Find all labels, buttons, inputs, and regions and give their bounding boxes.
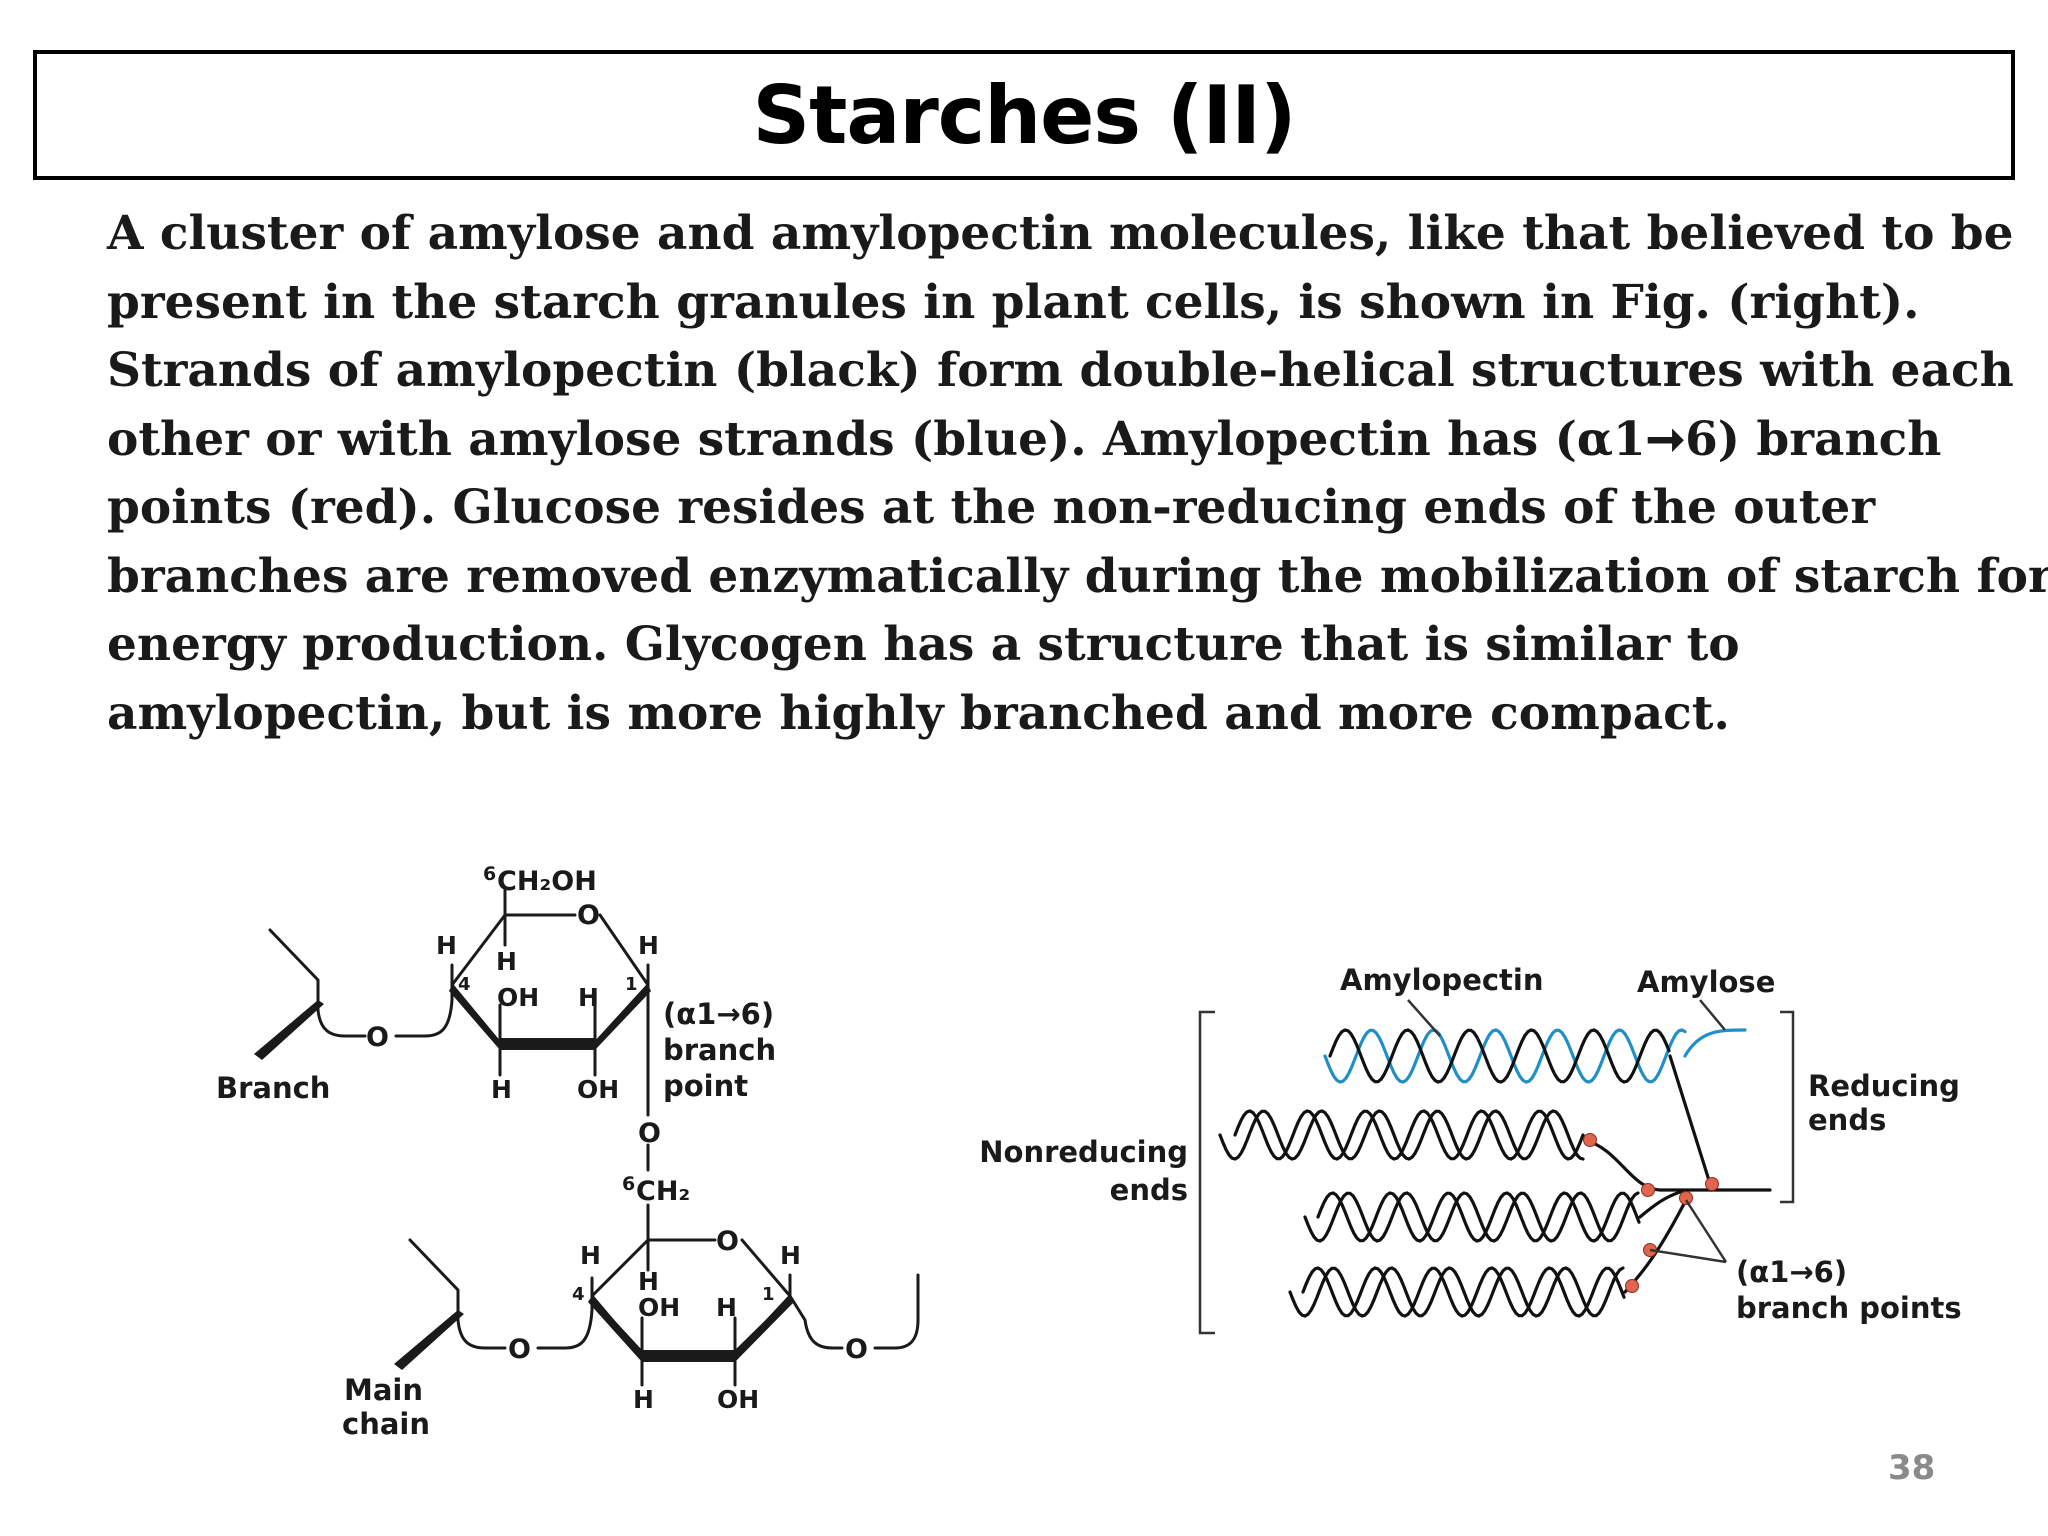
- h-label: H: [436, 931, 457, 960]
- starch-cluster-diagram: Amylopectin Amylose Reducing ends Nonred…: [980, 963, 1962, 1335]
- amylose-strand: [1683, 1028, 1747, 1058]
- oh-label: OH: [577, 1075, 619, 1104]
- nonreducing-ends-label: Nonreducing: [980, 1135, 1188, 1169]
- oh-label: OH: [638, 1293, 680, 1322]
- ch2oh-label: CH₂OH: [497, 866, 597, 897]
- h-label: H: [780, 1241, 801, 1270]
- h-label: H: [580, 1241, 601, 1270]
- h-label: H: [491, 1075, 512, 1104]
- branch-link-label: (α1→6): [663, 997, 774, 1031]
- h-label: H: [716, 1293, 737, 1322]
- body-line: amylopectin, but is more highly branched…: [107, 685, 1730, 741]
- ring-oxygen-upper: O: [577, 900, 600, 931]
- nonreducing-bracket: [1198, 1010, 1215, 1335]
- body-line: other or with amylose strands (blue). Am…: [107, 411, 1942, 467]
- num-6-upper: 6: [483, 863, 496, 885]
- reducing-bracket: [1780, 1010, 1795, 1204]
- branch-point-dot: [1583, 1133, 1597, 1147]
- h-label: H: [496, 947, 517, 976]
- nonreducing-ends-label: ends: [1110, 1173, 1188, 1207]
- glycosidic-oxygen-upper: O: [366, 1022, 389, 1053]
- branch-point-dot: [1625, 1279, 1639, 1293]
- branch-point-dot: [1641, 1183, 1655, 1197]
- amylose-label: Amylose: [1637, 965, 1775, 999]
- branch-point-leader: [1684, 1199, 1728, 1263]
- num-6-lower: 6: [622, 1173, 635, 1195]
- main-chain-label: Main: [344, 1373, 423, 1407]
- amylopectin-strand: [1301, 1266, 1626, 1318]
- amylopectin-strand: [1303, 1191, 1640, 1243]
- title-box: Starches (II): [33, 50, 2015, 180]
- slide-title: Starches (II): [752, 68, 1296, 162]
- num-4-upper: 4: [458, 974, 471, 995]
- branch-point-leader: [1649, 1248, 1727, 1264]
- glycosidic-oxygen-lower-left: O: [508, 1334, 531, 1365]
- glycosidic-oxygen-lower-right: O: [845, 1334, 868, 1365]
- branch-link-label: branch: [663, 1033, 776, 1067]
- branch-label: Branch: [216, 1071, 330, 1105]
- amylopectin-strand: [1288, 1266, 1625, 1318]
- body-line: Strands of amylopectin (black) form doub…: [107, 343, 2014, 398]
- ch2-label: CH₂: [636, 1176, 690, 1207]
- branch-points-label: (α1→6): [1736, 1255, 1847, 1289]
- h-label: H: [638, 931, 659, 960]
- num-1-upper: 1: [625, 974, 638, 995]
- amylopectin-strand: [1583, 1138, 1714, 1192]
- amylopectin-strand: [1316, 1191, 1641, 1243]
- branch-link-label: point: [663, 1069, 748, 1103]
- oh-label: OH: [717, 1385, 759, 1414]
- body-paragraph: A cluster of amylose and amylopectin mol…: [107, 200, 2048, 748]
- amylose-leader: [1699, 999, 1726, 1031]
- h-label: H: [633, 1385, 654, 1414]
- amylopectin-strand: [1638, 1188, 1688, 1219]
- amylose-strand: [1323, 1028, 1687, 1084]
- ring-oxygen-lower: O: [716, 1226, 739, 1257]
- h-label: H: [638, 1267, 659, 1296]
- glucose-branch-diagram: 6 CH₂OH O H H H 4 1 OH H H OH O (α1→6) b…: [216, 863, 920, 1441]
- reducing-ends-label: Reducing: [1808, 1069, 1960, 1103]
- num-4-lower: 4: [572, 1284, 585, 1305]
- branch-point-dot: [1679, 1191, 1693, 1205]
- num-1-lower: 1: [762, 1284, 775, 1305]
- amylopectin-label: Amylopectin: [1340, 963, 1544, 997]
- body-line: branches are removed enzymatically durin…: [107, 548, 2048, 604]
- reducing-ends-label: ends: [1808, 1103, 1886, 1137]
- h-label: H: [578, 983, 599, 1012]
- body-line: points (red). Glucose resides at the non…: [107, 480, 1876, 535]
- amylopectin-strand: [1668, 1054, 1772, 1192]
- branch-point-dot: [1705, 1177, 1719, 1191]
- page-number: 38: [1888, 1448, 1936, 1488]
- body-line: A cluster of amylose and amylopectin mol…: [107, 206, 2014, 261]
- amylopectin-leader: [1407, 999, 1441, 1037]
- branch-points-label: branch points: [1736, 1291, 1962, 1325]
- amylopectin-strand: [1328, 1028, 1671, 1084]
- main-chain-label: chain: [342, 1407, 430, 1441]
- amylopectin-strand: [1233, 1109, 1585, 1161]
- link-oxygen: O: [638, 1118, 661, 1149]
- body-line: energy production. Glycogen has a struct…: [107, 617, 1740, 672]
- oh-label: OH: [497, 983, 539, 1012]
- body-line: present in the starch granules in plant …: [107, 274, 1920, 330]
